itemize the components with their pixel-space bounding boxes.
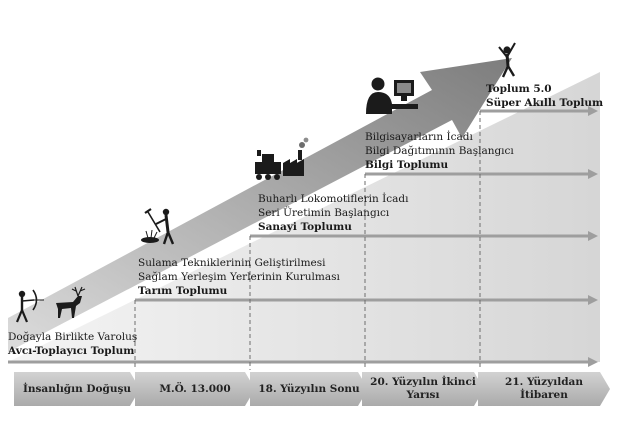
progress-arrow [8,58,512,352]
stage-1-line-1: Sağlam Yerleşim Yerlerinin Kurulması [138,271,340,283]
timeline-step-0-line1: İnsanlığın Doğuşu [22,382,132,395]
farmer-hoe-icon [141,208,175,245]
stage-2-society: Sanayi Toplumu [258,221,352,233]
timeline-step-1: M.Ö. 13.000 [135,372,255,406]
stage-3-line-0: Bilgisayarların İcadı [365,131,473,143]
timeline-step-4-line1: 21. Yüzyıldan [505,376,583,388]
stage-3-line-1: Bilgi Dağıtımının Başlangıcı [365,145,514,157]
background-wedge [8,72,600,362]
timeline-step-2: 18. Yüzyılın Sonu [250,372,368,406]
timeline-step-1-line1: M.Ö. 13.000 [159,382,231,395]
computer-user-icon [366,77,418,114]
timeline-step-3-line1: 20. Yüzyılın İkinci [370,376,476,388]
timeline-step-2-line1: 18. Yüzyılın Sonu [258,382,360,395]
stage-4-society: Süper Akıllı Toplum [486,97,604,109]
stage-2-line-1: Seri Üretimin Başlangıcı [258,207,390,219]
timeline-chevrons [14,372,610,406]
level-arrows [8,106,598,367]
stage-4-line-0: Toplum 5.0 [486,83,552,95]
stage-1-line-0: Sulama Tekniklerinin Geliştirilmesi [138,257,326,269]
stage-2-line-0: Buharlı Lokomotiflerin İcadı [258,193,409,205]
timeline-step-3-line2: Yarısı [406,389,440,401]
timeline-step-4-line2: İtibaren [520,389,568,401]
timeline-step-4: 21. Yüzyıldan İtibaren [478,372,610,406]
archer-deer-icon [15,286,86,323]
timeline-step-3: 20. Yüzyılın İkinci Yarısı [362,372,484,406]
factory-train-icon [255,137,309,180]
stage-0-society: Avcı-Toplayıcı Toplum [8,345,135,357]
cheering-person-icon [498,42,516,78]
timeline-step-0: İnsanlığın Doğuşu [14,372,140,406]
stage-0-line-0: Doğayla Birlikte Varoluş [8,331,138,343]
stage-3-society: Bilgi Toplumu [365,159,449,171]
stage-1-society: Tarım Toplumu [138,285,228,297]
dashed-guides [134,111,481,370]
